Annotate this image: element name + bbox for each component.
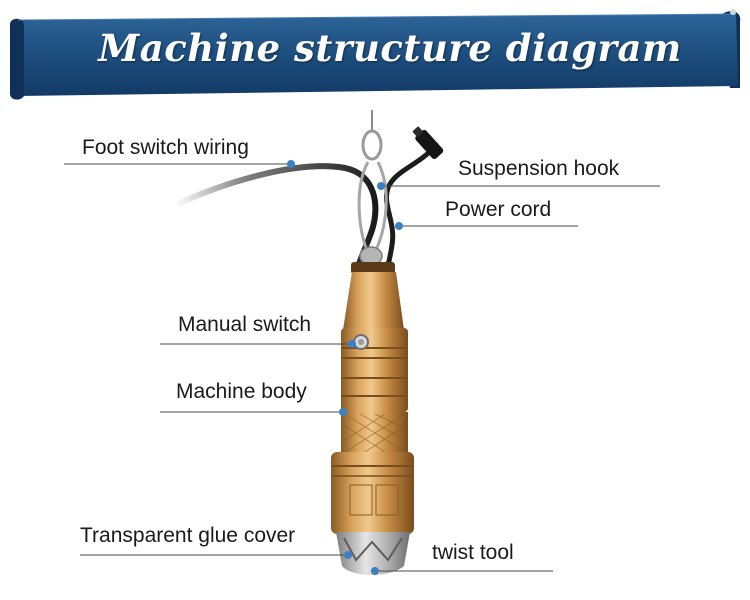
transparent-glue-cover bbox=[336, 532, 410, 575]
label-twist-tool: twist tool bbox=[432, 541, 514, 564]
label-suspension-hook: Suspension hook bbox=[458, 157, 620, 180]
hook-carabiner bbox=[357, 161, 388, 251]
power-connector bbox=[412, 126, 444, 160]
hook-ring bbox=[361, 129, 383, 161]
machine-body-upper bbox=[343, 272, 404, 330]
title-banner bbox=[10, 9, 741, 100]
label-manual-switch: Manual switch bbox=[178, 313, 312, 336]
label-transparent-glue-cover: Transparent glue cover bbox=[80, 524, 296, 547]
label-foot-switch-wiring: Foot switch wiring bbox=[82, 136, 249, 159]
foot-switch-cable bbox=[172, 163, 379, 271]
label-power-cord: Power cord bbox=[445, 198, 552, 221]
page-title: Machine structure diagram bbox=[98, 26, 682, 70]
power-cord bbox=[383, 142, 439, 275]
label-machine-body: Machine body bbox=[176, 380, 307, 403]
